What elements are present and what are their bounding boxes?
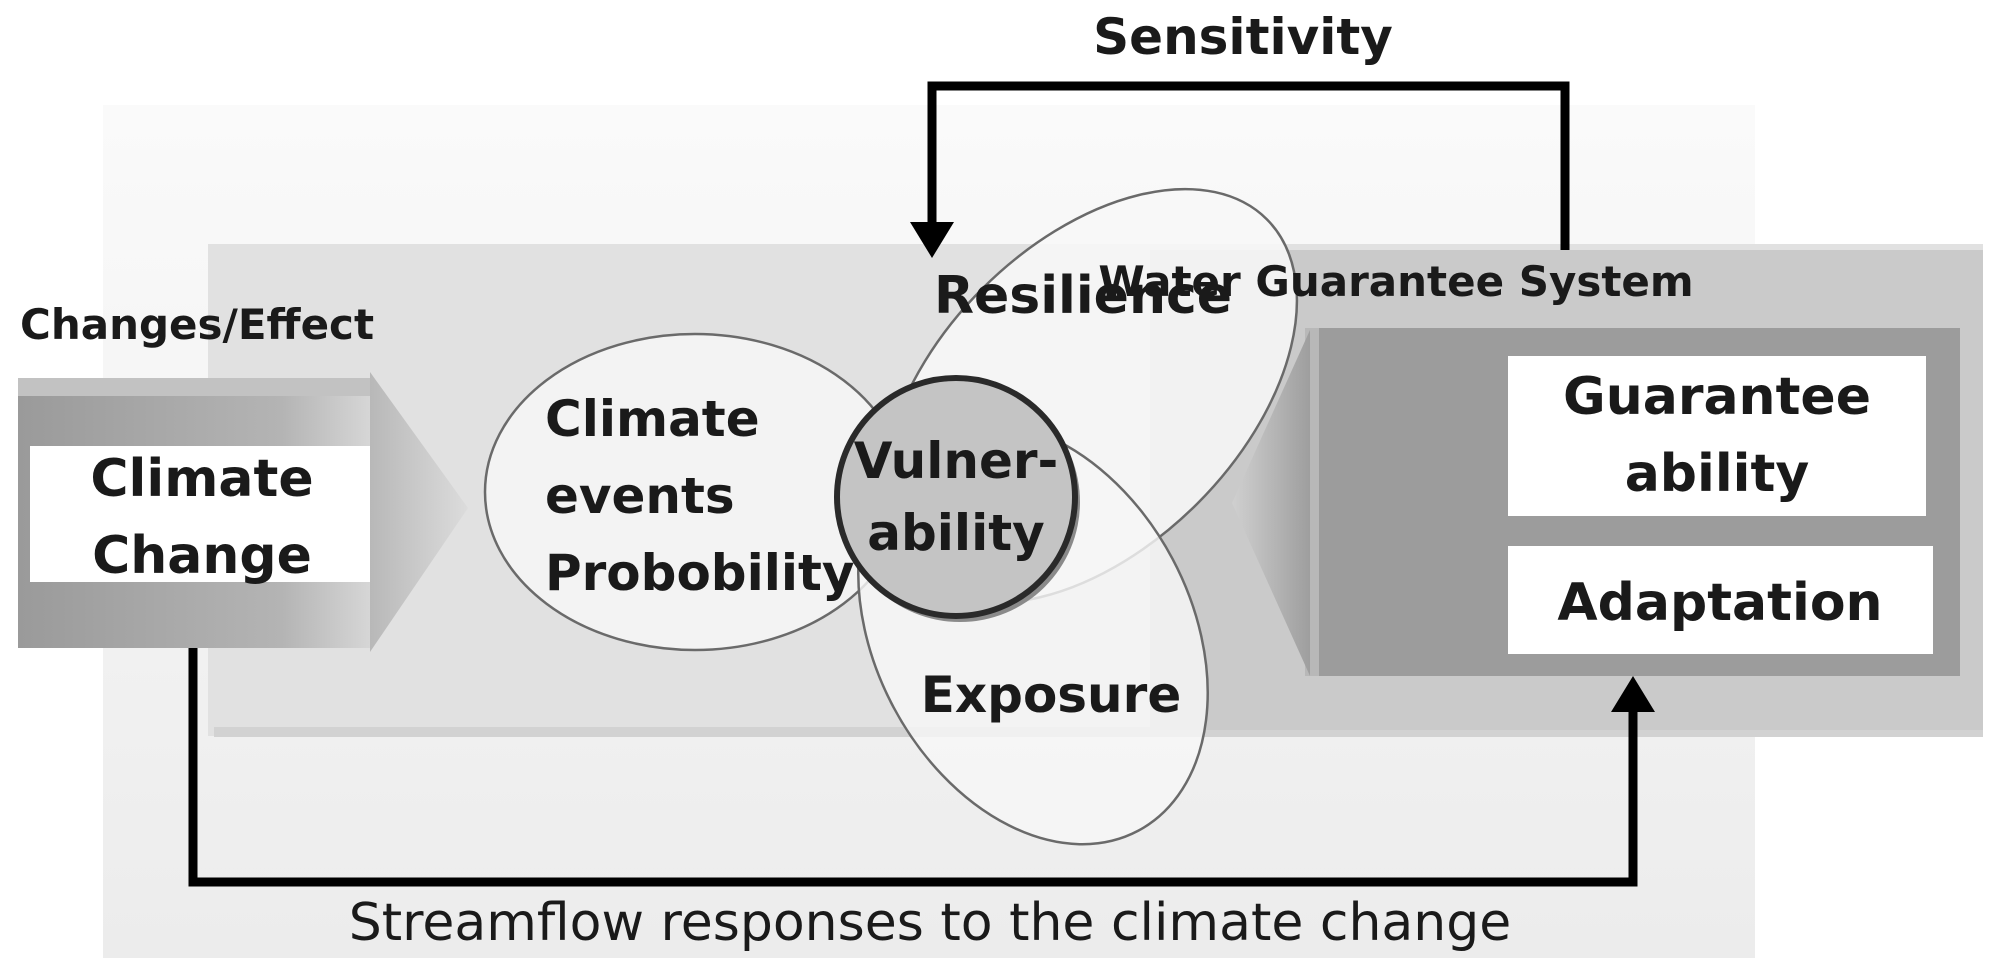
climate-change-line2: Change (92, 526, 312, 586)
sensitivity-label: Sensitivity (1093, 8, 1393, 66)
right-arrow-head (1232, 330, 1310, 676)
climate-events-line2: events (545, 467, 735, 525)
vulnerability-line1: Vulner- (854, 432, 1059, 490)
guarantee-ability-box (1508, 356, 1926, 516)
climate-events-line3: Probobility (545, 544, 855, 602)
vulnerability-line2: ability (867, 504, 1044, 562)
guarantee-ability-line1: Guarantee (1563, 367, 1871, 427)
changes-effect-label: Changes/Effect (20, 300, 374, 349)
sensitivity-arrow-head (910, 222, 954, 258)
streamflow-arrow-head (1611, 676, 1655, 712)
vulnerability-circle (834, 375, 1078, 619)
exposure-label: Exposure (921, 666, 1181, 724)
streamflow-caption: Streamflow responses to the climate chan… (349, 893, 1511, 953)
adaptation-box (1508, 546, 1933, 654)
climate-change-box (30, 446, 370, 582)
streamflow-arrow-line (188, 648, 1638, 887)
sensitivity-arrow-line (927, 81, 1570, 250)
left-arrow-top-stripe (18, 378, 370, 396)
resilience-label: Resilience (934, 266, 1232, 326)
left-arrow-head (370, 372, 468, 652)
adaptation-label: Adaptation (1557, 573, 1882, 633)
water-guarantee-system-label: Water Guarantee System (1098, 257, 1693, 306)
guarantee-ability-line2: ability (1625, 444, 1810, 504)
climate-change-line1: Climate (90, 449, 313, 509)
climate-events-line1: Climate (545, 390, 760, 448)
